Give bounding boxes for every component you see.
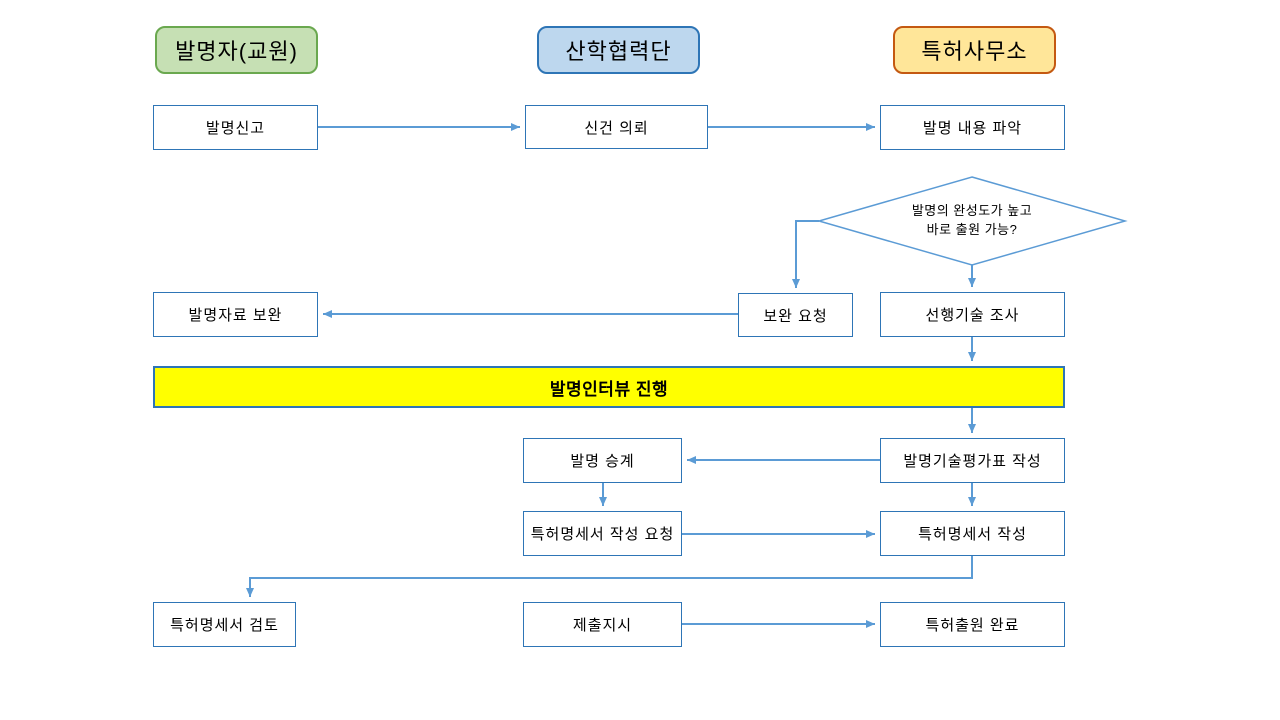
node-supplement-materials: 발명자료 보완 — [153, 292, 318, 337]
arrow-decision-to-supplement-request — [792, 220, 819, 288]
node-spec-writing: 특허명세서 작성 — [880, 511, 1065, 556]
node-understand-invention: 발명 내용 파악 — [880, 105, 1065, 150]
node-submit-order: 제출지시 — [523, 602, 682, 647]
node-spec-request: 특허명세서 작성 요청 — [523, 511, 682, 556]
invention-interview-banner: 발명인터뷰 진행 — [153, 366, 1065, 408]
lane-header-inventor: 발명자(교원) — [155, 26, 318, 74]
node-invention-succession: 발명 승계 — [523, 438, 682, 483]
lane-header-patent-office: 특허사무소 — [893, 26, 1056, 74]
lane-header-cooperation-group: 산학협력단 — [537, 26, 700, 74]
node-invention-report: 발명신고 — [153, 105, 318, 150]
node-application-complete: 특허출원 완료 — [880, 602, 1065, 647]
decision-line-1: 발명의 완성도가 높고 — [911, 203, 1033, 218]
node-new-case-request: 신건 의뢰 — [525, 105, 708, 149]
node-spec-review: 특허명세서 검토 — [153, 602, 296, 647]
node-evaluation-sheet: 발명기술평가표 작성 — [880, 438, 1065, 483]
node-prior-art-search: 선행기술 조사 — [880, 292, 1065, 337]
decision-text: 발명의 완성도가 높고 바로 출원 가능? — [852, 202, 1092, 240]
node-supplement-request: 보완 요청 — [738, 293, 853, 337]
arrow-specwriting-to-review — [246, 556, 973, 597]
decision-line-2: 바로 출원 가능? — [926, 221, 1018, 237]
